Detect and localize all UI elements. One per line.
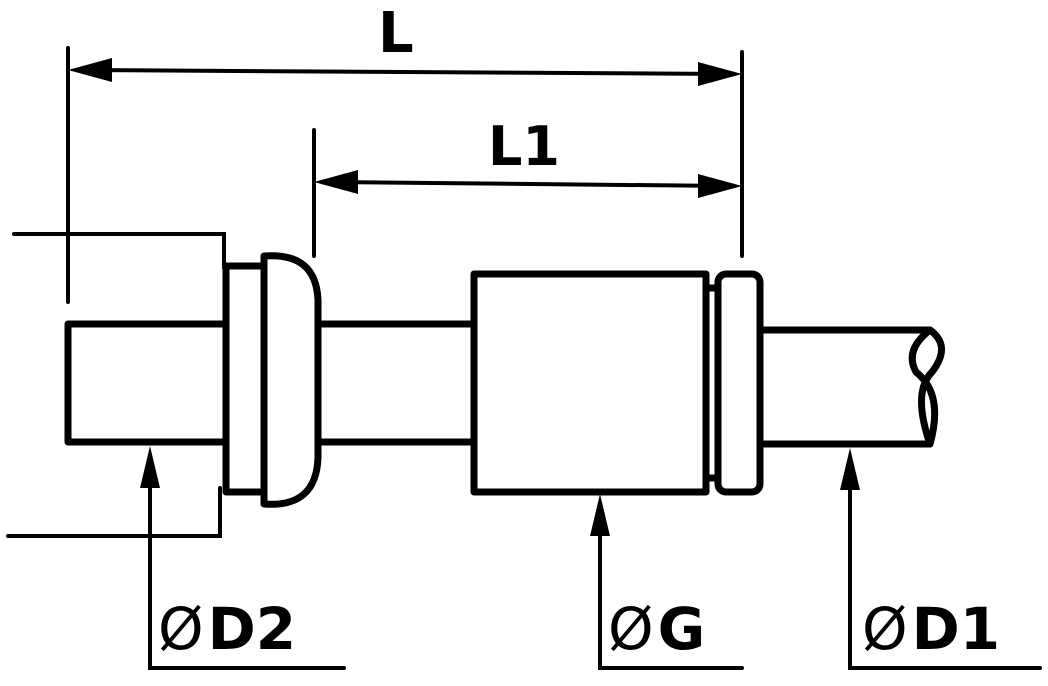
dimension-label-l: L: [378, 1, 414, 66]
callout-g-label: G: [657, 595, 706, 663]
dimension-line-l1: [324, 180, 732, 188]
leader-g: [598, 502, 744, 670]
dimension-line-l: [78, 68, 732, 76]
right-shaft: [756, 326, 934, 448]
diameter-symbol: Ø: [608, 595, 654, 663]
diameter-symbol: Ø: [862, 595, 908, 663]
callout-g: ØG: [608, 600, 705, 658]
arrowhead-d1: [840, 448, 860, 490]
boss-outline-bottom: [6, 486, 222, 538]
main-body: [470, 270, 710, 496]
arrowhead-l-right: [698, 62, 742, 86]
callout-d1: ØD1: [862, 600, 1000, 658]
arrowhead-l1-right: [698, 174, 742, 198]
nut-body: [222, 262, 268, 496]
leader-d1: [848, 458, 1042, 670]
arrowhead-d2: [140, 446, 160, 488]
shaft-break-symbol: [908, 326, 945, 448]
nut-collar: [260, 252, 322, 508]
arrowhead-l-left: [68, 58, 112, 82]
callout-d1-label: D1: [911, 595, 1001, 663]
arrowhead-l1-left: [314, 170, 358, 194]
boss-outline-top: [12, 232, 226, 270]
leader-d2: [148, 456, 346, 670]
center-shaft: [314, 320, 478, 446]
arrowhead-g: [590, 494, 610, 536]
callout-d2-label: D2: [207, 595, 297, 663]
callout-d2: ØD2: [158, 600, 296, 658]
diameter-symbol: Ø: [158, 595, 204, 663]
dimension-label-l1: L1: [488, 115, 560, 178]
spigot-shaft: [64, 320, 230, 446]
o-ring-seal: [714, 270, 764, 496]
